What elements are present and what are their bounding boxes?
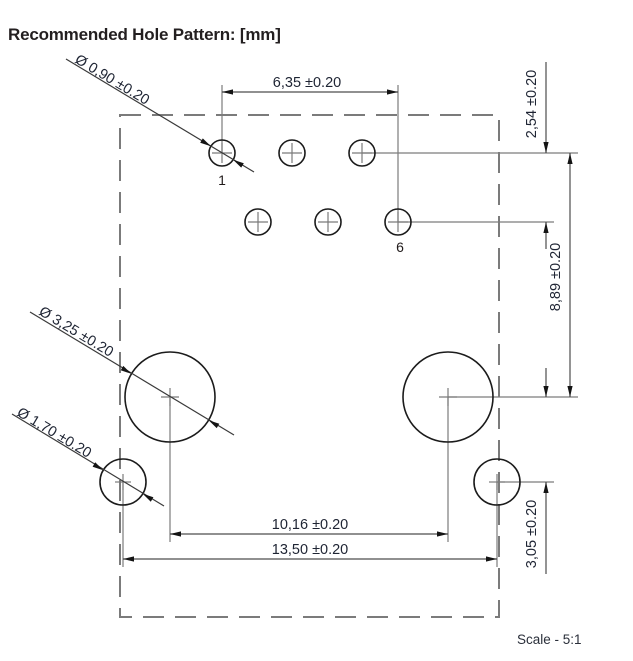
pin-hole: [278, 139, 306, 167]
latch-holes: [99, 458, 521, 506]
post-holes: [124, 351, 494, 443]
pin-hole: [244, 208, 272, 236]
dim-post-to-latch-label: 3,05 ±0.20: [524, 500, 540, 568]
dim-pin-row-span: 6,35 ±0.20: [222, 75, 398, 95]
dim-post-hole-diameter-label: Ø 3,25 ±0.20: [36, 304, 116, 361]
pin-hole: [348, 139, 376, 167]
dim-pin-row-pitch-label: 2,54 ±0.20: [524, 70, 540, 138]
pin-hole: [314, 208, 342, 236]
dim-latch-span-label: 13,50 ±0.20: [272, 542, 349, 558]
dim-pin-to-post-label: 8,89 ±0.20: [548, 243, 564, 311]
dim-post-to-latch: 3,05 ±0.20: [524, 368, 549, 574]
page-title: Recommended Hole Pattern: [mm]: [8, 25, 281, 44]
dim-post-span: 10,16 ±0.20: [170, 517, 448, 537]
latch-hole: [99, 458, 147, 506]
leader-pin-hole-diameter: Ø 0,90 ±0.20: [65, 52, 255, 173]
leader-latch-hole-diameter: Ø 1,70 ±0.20: [11, 405, 165, 507]
scale-label: Scale - 5:1: [517, 632, 582, 647]
dim-latch-span: 13,50 ±0.20: [123, 542, 497, 562]
pin-1-label: 1: [218, 172, 226, 188]
dim-pin-to-post: 8,89 ±0.20: [548, 153, 573, 397]
dim-pin-row-pitch: 2,54 ±0.20: [524, 62, 549, 249]
dim-pin-hole-diameter-label: Ø 0,90 ±0.20: [72, 52, 152, 109]
pin-holes: [208, 139, 412, 236]
leader-post-hole-diameter: Ø 3,25 ±0.20: [29, 304, 235, 436]
pin-hole: [384, 208, 412, 236]
latch-hole: [473, 458, 521, 506]
dim-pin-row-span-label: 6,35 ±0.20: [273, 75, 341, 91]
dim-latch-hole-diameter-label: Ø 1,70 ±0.20: [14, 405, 94, 462]
dim-post-span-label: 10,16 ±0.20: [272, 517, 349, 533]
extension-lines: [122, 85, 578, 567]
post-hole: [402, 351, 494, 443]
pin-6-label: 6: [396, 239, 404, 255]
